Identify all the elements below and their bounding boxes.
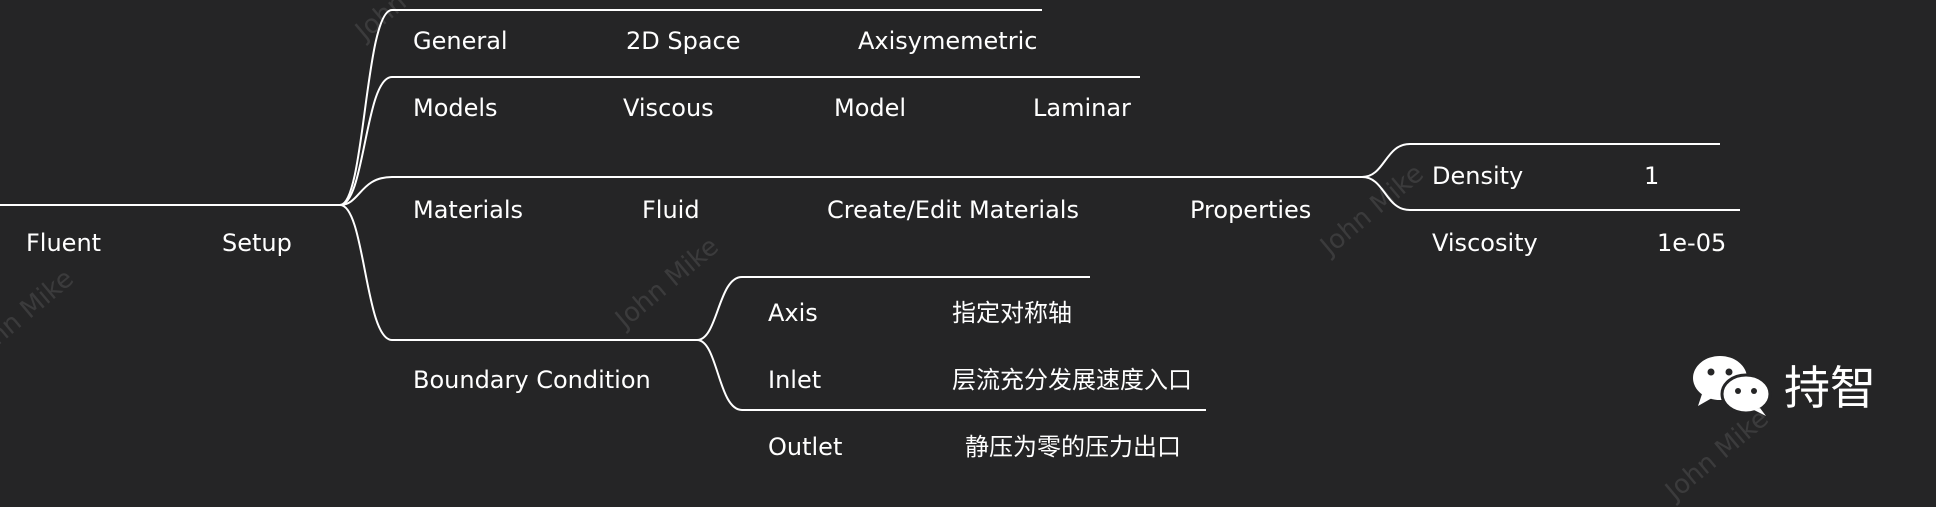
- connector-inlet: [696, 339, 1206, 411]
- node-axisymmetric: Axisymemetric: [858, 27, 1038, 55]
- node-fluent: Fluent: [26, 229, 102, 257]
- node-density: Density: [1432, 162, 1524, 190]
- connector-materials: [339, 176, 1362, 206]
- node-viscous: Viscous: [623, 94, 714, 122]
- node-axis-desc: 指定对称轴: [952, 299, 1072, 327]
- node-general: General: [413, 27, 508, 55]
- connector-general: [339, 9, 1042, 206]
- connector-viscosity: [1361, 176, 1740, 211]
- node-outlet-desc: 静压为零的压力出口: [965, 433, 1181, 461]
- node-boundary-condition: Boundary Condition: [413, 366, 651, 394]
- node-viscosity-value: 1e-05: [1657, 229, 1727, 257]
- connector-axis: [696, 276, 1090, 341]
- node-inlet: Inlet: [768, 366, 822, 394]
- node-density-value: 1: [1644, 162, 1660, 190]
- connector-boundary-condition: [339, 204, 697, 341]
- node-laminar: Laminar: [1033, 94, 1131, 122]
- node-model: Model: [834, 94, 907, 122]
- node-outlet: Outlet: [768, 433, 843, 461]
- node-materials: Materials: [413, 196, 524, 224]
- connector-density: [1361, 143, 1720, 178]
- mind-map-connectors: [0, 9, 1740, 411]
- node-inlet-desc: 层流充分发展速度入口: [952, 366, 1192, 394]
- node-2d-space: 2D Space: [626, 27, 741, 55]
- brand-logo: 持智: [1690, 352, 1876, 418]
- node-viscosity: Viscosity: [1432, 229, 1538, 257]
- brand-text: 持智: [1784, 361, 1876, 415]
- node-setup: Setup: [222, 229, 292, 257]
- node-fluid: Fluid: [642, 196, 700, 224]
- node-properties: Properties: [1190, 196, 1312, 224]
- node-create-edit-materials: Create/Edit Materials: [827, 196, 1079, 224]
- connector-models: [339, 76, 1140, 206]
- node-axis: Axis: [768, 299, 818, 327]
- node-models: Models: [413, 94, 498, 122]
- wechat-icon: [1693, 356, 1772, 416]
